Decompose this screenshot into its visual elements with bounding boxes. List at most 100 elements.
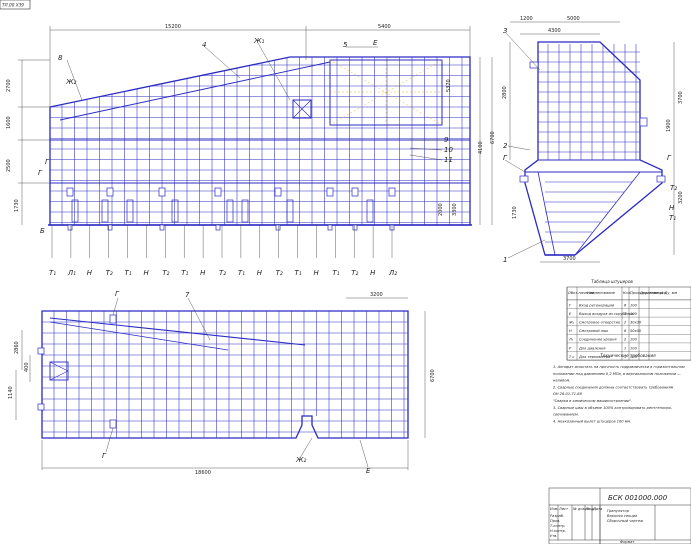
bottom-marker: Т₁ bbox=[295, 269, 302, 277]
plan-callout-e: Е bbox=[366, 467, 371, 475]
dim-mid-h: 1600 bbox=[6, 116, 12, 129]
tech-req-line: "Сварка в химическом машиностроении". bbox=[553, 399, 632, 403]
plan-callout-g1: Г bbox=[115, 290, 120, 298]
side-callout-t2: Т₂ bbox=[670, 184, 677, 192]
title-row: Утв. bbox=[550, 534, 558, 538]
callout-9: 9 bbox=[444, 136, 449, 144]
title-row-header: Изм. bbox=[550, 507, 558, 511]
plan-callout-zh2: Ж₂ bbox=[295, 456, 307, 464]
access-door bbox=[226, 199, 234, 223]
bottom-marker: Н bbox=[313, 269, 319, 277]
bottom-marker: Т₁ bbox=[238, 269, 245, 277]
dim-plan-left-h2: 400 bbox=[24, 362, 30, 372]
tech-req-line: 3. Сварные швы в объеме 100% контролиров… bbox=[553, 406, 673, 410]
plan-callout-7: 7 bbox=[185, 291, 190, 299]
side-callout-1: 1 bbox=[503, 256, 507, 264]
dim-side-h: 2700 bbox=[6, 79, 12, 92]
nozzle-table-title: Таблица штуцеров bbox=[591, 279, 633, 284]
bottom-marker: Т₁ bbox=[49, 269, 56, 277]
callout-10: 10 bbox=[444, 146, 453, 154]
dim-plan-right-h: 6700 bbox=[430, 369, 436, 382]
dim-side-right-h2: 1900 bbox=[666, 119, 672, 132]
dim-plan-left-h1: 2860 bbox=[14, 341, 20, 354]
title-name-1: Гранулятор bbox=[607, 509, 630, 513]
table-cell: Для термометра bbox=[578, 355, 610, 359]
callout-8: 8 bbox=[58, 54, 63, 62]
side-callout-2: 2 bbox=[503, 142, 508, 150]
bottom-marker: Л₂ bbox=[388, 269, 397, 277]
table-cell: Смотровое отверстие bbox=[579, 321, 621, 325]
table-cell: Р bbox=[569, 346, 572, 350]
nozzle bbox=[214, 187, 222, 197]
bottom-marker: Н bbox=[200, 269, 206, 277]
table-cell: Г bbox=[569, 303, 572, 307]
bottom-marker: Т₂ bbox=[219, 269, 226, 277]
callout-zh1: Ж₁ bbox=[253, 37, 265, 45]
dim-front-width-right: 5400 bbox=[378, 24, 391, 30]
front-view-callouts bbox=[66, 42, 443, 161]
callout-4: 4 bbox=[202, 41, 206, 49]
front-view-grid bbox=[50, 57, 470, 225]
title-name-2: Верхняя секция bbox=[607, 514, 638, 518]
side-callout-g1: Г bbox=[503, 154, 508, 162]
doc-stamp: ТЛ.00 ХЗ9 bbox=[0, 0, 31, 10]
bottom-marker: Т₂ bbox=[106, 269, 113, 277]
dim-side-bottom-w: 3700 bbox=[563, 256, 576, 262]
table-cell: 100 bbox=[630, 338, 638, 342]
dim-low2: 1730 bbox=[14, 199, 20, 212]
nozzle-table: Таблица штуцеров Обоз-начениеНаименовани… bbox=[566, 279, 691, 361]
bottom-marker: Н bbox=[257, 269, 263, 277]
side-view-grid bbox=[538, 44, 640, 243]
dim-lower-h: 2500 bbox=[6, 159, 12, 172]
dim-r3: 4100 bbox=[478, 141, 484, 154]
table-header: Проход условный Ду, мм bbox=[630, 291, 677, 295]
nozzle bbox=[274, 187, 282, 197]
title-row: Н.контр. bbox=[550, 529, 566, 533]
nozzle bbox=[106, 187, 114, 197]
tech-req-title: Технические требования bbox=[600, 353, 656, 358]
table-cell: 100 bbox=[630, 355, 638, 359]
tech-req-line: свечиванием. bbox=[553, 413, 579, 417]
table-cell: 2 bbox=[624, 338, 627, 342]
plan-callout-g2: Г bbox=[102, 452, 107, 460]
nozzle bbox=[158, 187, 166, 197]
callout-zh2: Ж₂ bbox=[65, 78, 77, 86]
dim-side-top-b: 5000 bbox=[567, 16, 580, 22]
doc-stamp-text: ТЛ.00 ХЗ9 bbox=[2, 3, 24, 8]
tech-req-line: наливом. bbox=[553, 379, 570, 383]
table-header: Наименование bbox=[587, 291, 616, 295]
table-cell: 1 bbox=[624, 355, 626, 359]
title-row-header: № докум. bbox=[572, 507, 591, 511]
callout-g2: Г bbox=[38, 169, 43, 177]
table-cell: Ж₁ bbox=[568, 321, 575, 325]
table-cell: 100 bbox=[630, 312, 638, 316]
tech-req-line: 1. Аппарат испытать на прочность гидравл… bbox=[553, 365, 685, 369]
front-view-dimensions bbox=[18, 26, 493, 225]
bottom-marker: Т₂ bbox=[162, 269, 169, 277]
dim-side-right-h: 3700 bbox=[678, 91, 684, 104]
callout-b: Б bbox=[40, 227, 45, 235]
dim-r4: 6700 bbox=[490, 131, 496, 144]
dim-r1: 2000 bbox=[438, 203, 444, 216]
dim-plan-width: 18600 bbox=[195, 470, 211, 476]
tech-req-line: ОН 26-01-71-68 bbox=[553, 392, 583, 396]
title-row-header: Дата bbox=[592, 507, 602, 511]
table-cell: 30х30 bbox=[630, 321, 642, 325]
nozzle-bottom bbox=[67, 224, 73, 231]
side-callout-t1: Т₁ bbox=[669, 214, 676, 222]
dim-right-h: 5370 bbox=[446, 79, 452, 92]
callout-11: 11 bbox=[444, 156, 453, 164]
dim-side-right-h3: 3200 bbox=[678, 191, 684, 204]
nozzle bbox=[66, 187, 74, 197]
tech-req-line: 2. Сварные соединения должны соответство… bbox=[553, 385, 674, 389]
nozzle-bottom bbox=[327, 224, 333, 231]
side-callout-n: Н bbox=[669, 204, 675, 212]
table-cell: 1 bbox=[624, 346, 626, 350]
dim-plan-left-h3: 1140 bbox=[8, 386, 14, 399]
access-door bbox=[171, 199, 179, 223]
bottom-marker: Т₂ bbox=[276, 269, 283, 277]
dim-r2: 3300 bbox=[452, 203, 458, 216]
nozzle bbox=[388, 187, 396, 197]
